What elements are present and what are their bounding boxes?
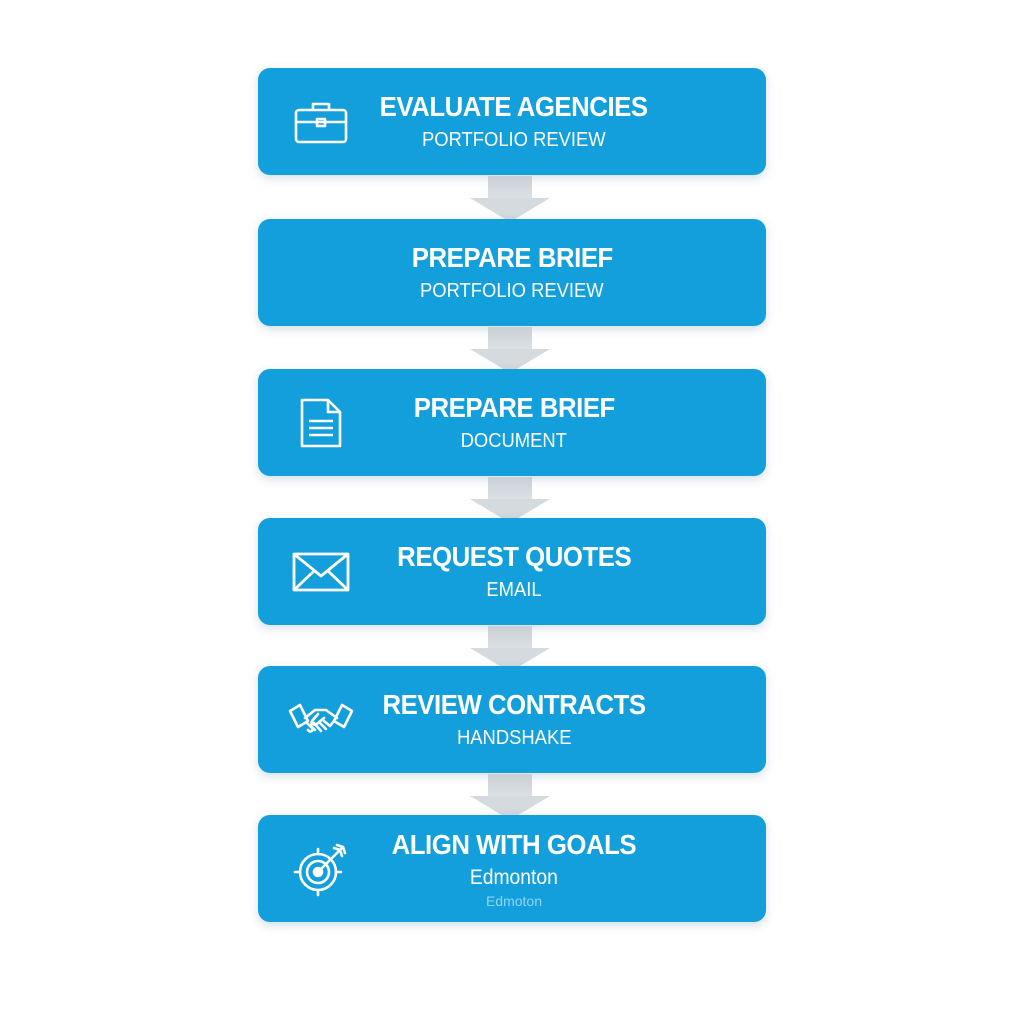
step-prepare-brief: PREPARE BRIEF PORTFOLIO REVIEW bbox=[258, 219, 766, 326]
step-request-quotes: REQUEST QUOTES EMAIL bbox=[258, 518, 766, 625]
step-title: ALIGN WITH GOALS bbox=[391, 828, 637, 860]
step-review-contracts: REVIEW CONTRACTS HANDSHAKE bbox=[258, 666, 766, 773]
step-title: REQUEST QUOTES bbox=[396, 540, 632, 572]
envelope-icon bbox=[288, 544, 354, 600]
step-subtitle: PORTFOLIO REVIEW bbox=[422, 128, 606, 151]
step-subtitle: PORTFOLIO REVIEW bbox=[420, 279, 604, 302]
step-prepare-brief-document: PREPARE BRIEF DOCUMENT bbox=[258, 369, 766, 476]
step-title: PREPARE BRIEF bbox=[411, 241, 613, 273]
target-icon bbox=[288, 841, 354, 897]
step-evaluate-agencies: EVALUATE AGENCIES PORTFOLIO REVIEW bbox=[258, 68, 766, 175]
step-align-with-goals: ALIGN WITH GOALS Edmonton Edmoton bbox=[258, 815, 766, 922]
step-title: EVALUATE AGENCIES bbox=[380, 90, 648, 122]
step-caption: Edmoton bbox=[485, 892, 543, 909]
step-title: REVIEW CONTRACTS bbox=[382, 688, 646, 720]
handshake-icon bbox=[288, 692, 354, 748]
step-subtitle: HANDSHAKE bbox=[456, 726, 572, 749]
step-title: PREPARE BRIEF bbox=[413, 391, 615, 423]
briefcase-icon bbox=[288, 94, 354, 150]
step-subtitle: Edmonton bbox=[469, 865, 559, 889]
step-subtitle: DOCUMENT bbox=[460, 429, 568, 452]
step-subtitle: EMAIL bbox=[486, 578, 542, 601]
document-icon bbox=[288, 395, 354, 451]
